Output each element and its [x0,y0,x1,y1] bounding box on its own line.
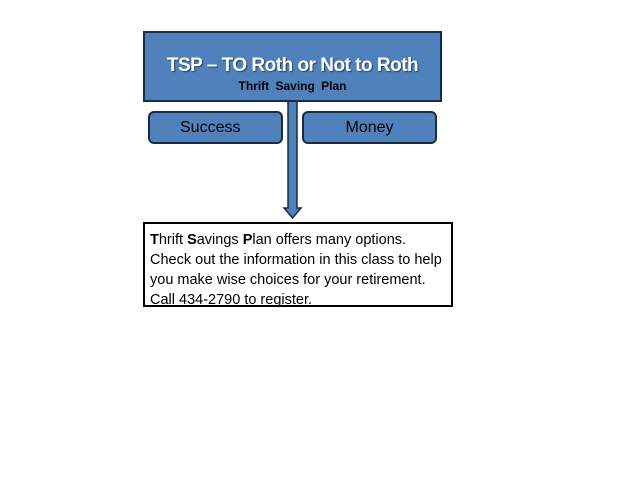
t-letter: T [150,232,159,248]
title-box: TSP – TO Roth or Not to Roth Thrift Savi… [143,31,442,102]
title: TSP – TO Roth or Not to Roth [166,55,419,76]
text: hrift [158,232,188,248]
s-letter: S [187,232,197,248]
subtitle: Thrift Saving Plan [238,79,347,93]
p-letter: P [242,232,253,248]
money-box: Money [302,111,437,144]
success-box: Success [148,111,283,144]
info-text-box: Thrift Savings Plan offers many options.… [143,222,453,308]
text: lan offers many options. Check out the i… [150,232,442,308]
text: avings [196,232,243,248]
